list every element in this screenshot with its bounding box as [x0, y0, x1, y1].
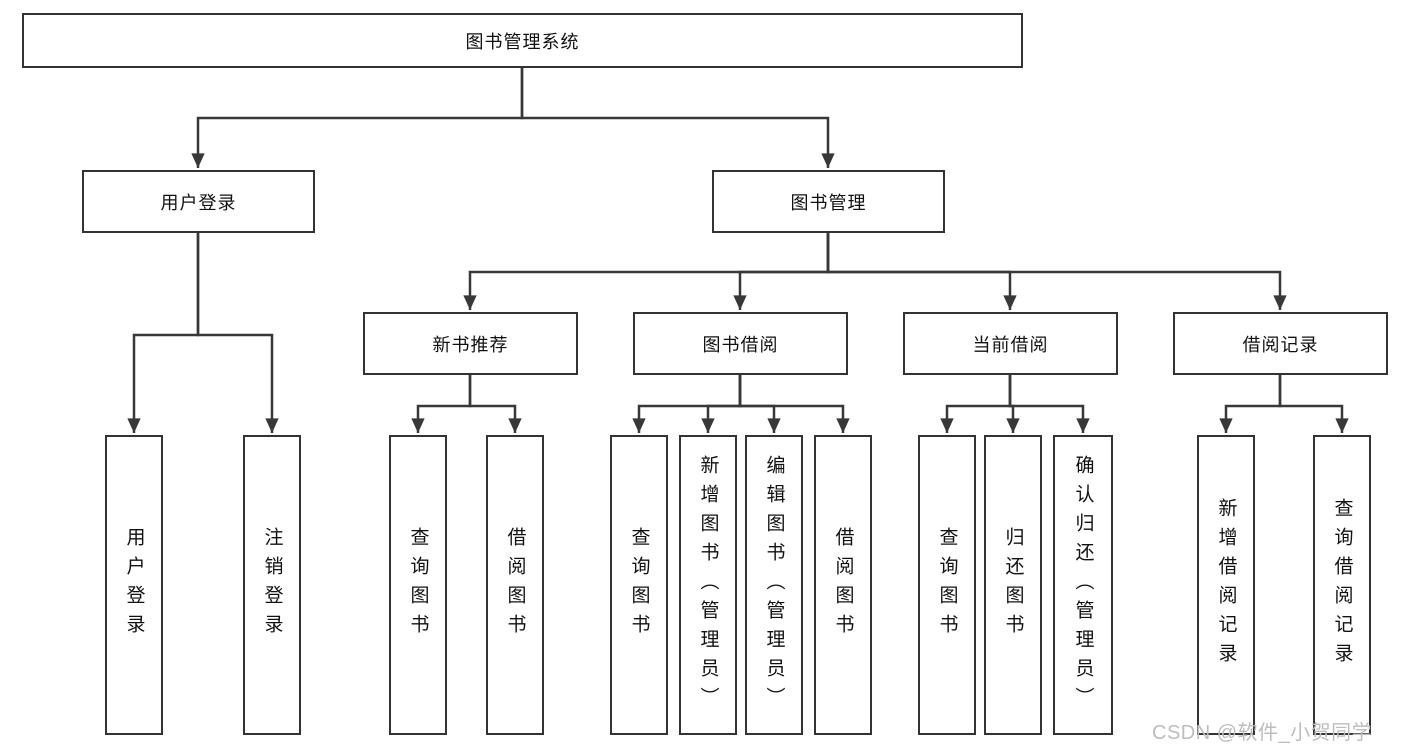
node-label: 新增借阅记录 — [1215, 498, 1237, 672]
leaf-add-borrow-record: 新增借阅记录 — [1197, 435, 1255, 735]
leaf-return-book: 归还图书 — [984, 435, 1042, 735]
node-current-borrowing: 当前借阅 — [903, 312, 1118, 375]
node-book-management: 图书管理 — [712, 170, 945, 233]
leaf-edit-book-admin: 编辑图书（管理员） — [745, 435, 803, 735]
node-label: 图书借阅 — [702, 334, 779, 355]
leaf-confirm-return-admin: 确认归还（管理员） — [1053, 435, 1113, 735]
leaf-search-book-borrowing: 查询图书 — [610, 435, 668, 735]
node-label: 注销登录 — [261, 527, 283, 643]
leaf-search-book-current: 查询图书 — [918, 435, 976, 735]
node-user-login: 用户登录 — [82, 170, 315, 233]
node-new-book-recommend: 新书推荐 — [363, 312, 578, 375]
node-library-system: 图书管理系统 — [22, 13, 1023, 68]
node-label: 当前借阅 — [972, 334, 1049, 355]
node-book-borrowing: 图书借阅 — [633, 312, 848, 375]
leaf-borrow-book: 借阅图书 — [814, 435, 872, 735]
leaf-search-borrow-record: 查询借阅记录 — [1313, 435, 1371, 735]
node-borrow-records: 借阅记录 — [1173, 312, 1388, 375]
node-label: 借阅图书 — [504, 527, 526, 643]
csdn-watermark: CSDN @软件_小贺同学 — [1152, 722, 1373, 744]
leaf-search-book-recommend: 查询图书 — [389, 435, 447, 735]
node-label: 确认归还（管理员） — [1072, 454, 1094, 716]
node-label: 借阅图书 — [832, 527, 854, 643]
node-label: 归还图书 — [1002, 527, 1024, 643]
leaf-borrow-book-recommend: 借阅图书 — [486, 435, 544, 735]
node-label: 查询图书 — [936, 527, 958, 643]
node-label: 新增图书（管理员） — [697, 454, 719, 716]
node-label: 图书管理系统 — [465, 31, 580, 52]
node-label: 用户登录 — [160, 192, 237, 213]
node-label: 查询图书 — [628, 527, 650, 643]
node-label: 新书推荐 — [432, 334, 509, 355]
node-label: 查询图书 — [407, 527, 429, 643]
leaf-add-book-admin: 新增图书（管理员） — [679, 435, 737, 735]
node-label: 用户登录 — [123, 527, 145, 643]
node-label: 借阅记录 — [1242, 334, 1319, 355]
leaf-user-login: 用户登录 — [105, 435, 163, 735]
leaf-logout: 注销登录 — [243, 435, 301, 735]
node-label: 图书管理 — [790, 192, 867, 213]
node-label: 查询借阅记录 — [1331, 498, 1353, 672]
node-label: 编辑图书（管理员） — [763, 454, 785, 716]
